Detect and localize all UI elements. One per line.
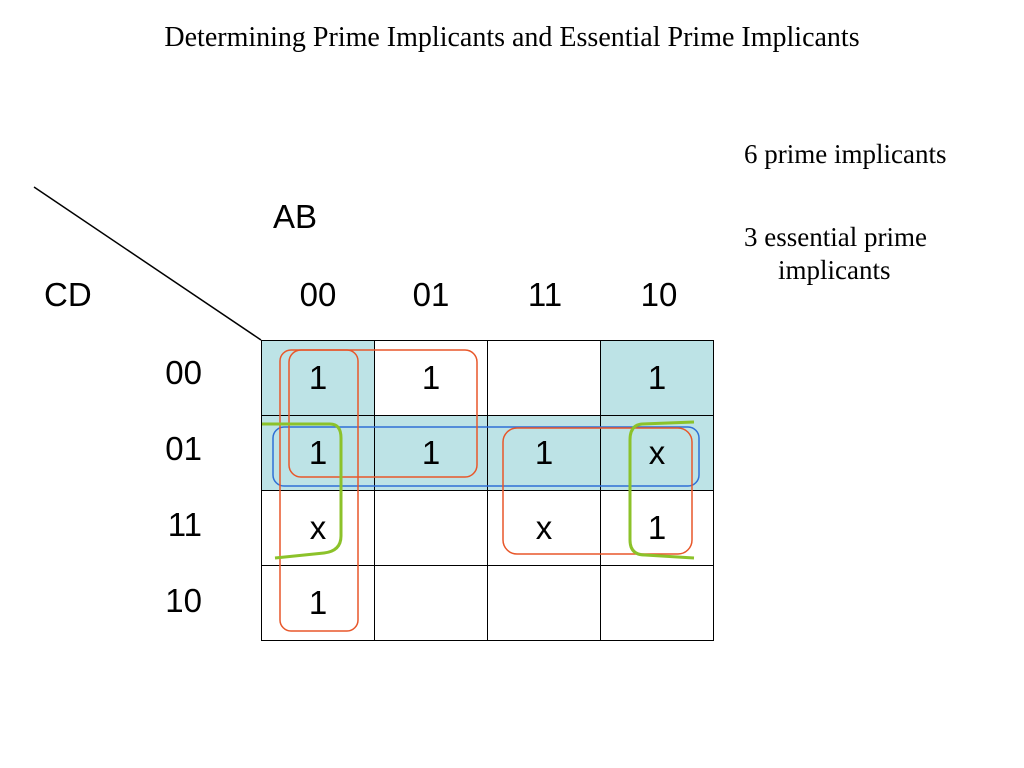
kmap-cell: 1 (261, 415, 375, 491)
summary-notes: 6 prime implicants 3 essential prime imp… (744, 138, 1014, 287)
col-var-label: AB (273, 198, 318, 235)
slide-title: Determining Prime Implicants and Essenti… (164, 22, 860, 53)
essential-note-line2: implicants (778, 255, 891, 285)
kmap-cell: 1 (600, 340, 714, 416)
kmap-cell: 1 (261, 340, 375, 416)
kmap-row: 1 1 1 (261, 340, 714, 416)
kmap-cell: 1 (487, 415, 601, 491)
col-label-01: 01 (412, 276, 450, 313)
col-label-10: 10 (640, 276, 678, 313)
kmap-cell (487, 565, 601, 641)
kmap-cell (487, 340, 601, 416)
col-label-00: 00 (299, 276, 337, 313)
kmap-cell: x (487, 490, 601, 566)
kmap-row: x x 1 (261, 490, 714, 566)
kmap-row: 1 (261, 565, 714, 641)
kmap-cell: 1 (600, 490, 714, 566)
kmap-cell: 1 (374, 340, 488, 416)
karnaugh-map: 1 1 1 1 1 1 x x x 1 1 (261, 340, 714, 641)
row-label-11: 11 (167, 506, 202, 543)
kmap-cell (600, 565, 714, 641)
essential-note-line1: 3 essential prime (744, 222, 927, 252)
row-label-10: 10 (165, 582, 202, 619)
kmap-corner-divider (33, 186, 262, 341)
kmap-cell: 1 (374, 415, 488, 491)
kmap-row: 1 1 1 x (261, 415, 714, 491)
kmap-cell: 1 (261, 565, 375, 641)
kmap-cell (374, 565, 488, 641)
col-label-11: 11 (527, 276, 563, 313)
essential-count-note: 3 essential prime implicants (744, 221, 1014, 287)
prime-count-note: 6 prime implicants (744, 139, 947, 169)
row-label-00: 00 (165, 354, 202, 391)
row-var-label: CD (44, 276, 92, 313)
kmap-cell: x (261, 490, 375, 566)
kmap-cell (374, 490, 488, 566)
row-label-01: 01 (165, 430, 202, 467)
kmap-cell: x (600, 415, 714, 491)
